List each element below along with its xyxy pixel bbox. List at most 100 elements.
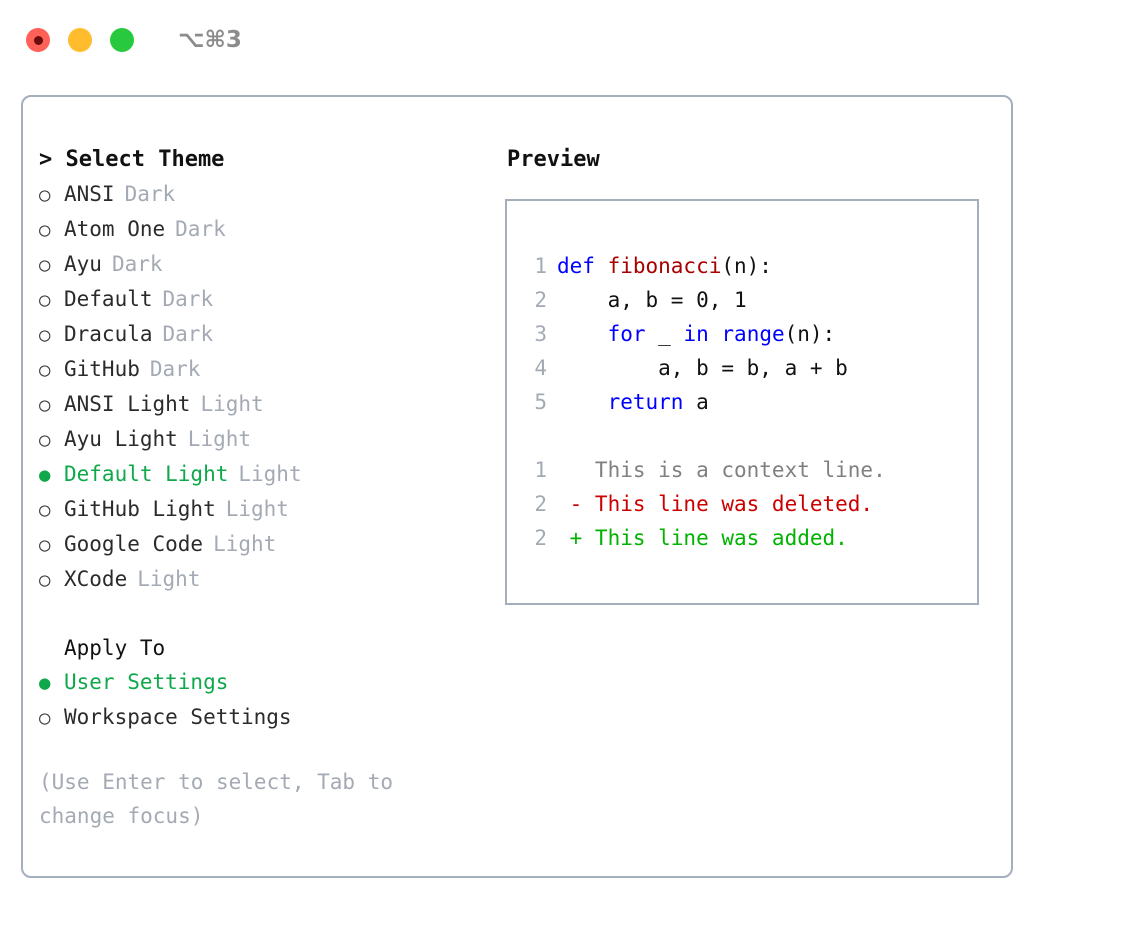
theme-option[interactable]: ○ GitHub Light Light bbox=[39, 492, 505, 527]
keyboard-hint-text: (Use Enter to select, Tab to change focu… bbox=[39, 770, 406, 828]
line-number: 1 bbox=[534, 254, 547, 278]
theme-option-list: ○ ANSI Dark ○ Atom One Dark ○ Ayu Dark bbox=[39, 177, 505, 597]
theme-option-label: ANSI bbox=[64, 182, 115, 206]
line-number: 3 bbox=[534, 322, 547, 346]
line-number: 2 bbox=[534, 526, 547, 550]
main-panel: > Select Theme ○ ANSI Dark ○ Atom One Da… bbox=[21, 95, 1013, 878]
code-token: def bbox=[557, 254, 608, 278]
theme-option[interactable]: ○ GitHub Dark bbox=[39, 352, 505, 387]
code-token: range bbox=[721, 322, 785, 346]
theme-option-label: GitHub bbox=[64, 357, 140, 381]
theme-option[interactable]: ○ Google Code Light bbox=[39, 527, 505, 562]
code-line: 2 a, b = 0, 1 bbox=[521, 283, 977, 317]
theme-option-tag: Light bbox=[200, 392, 264, 416]
diff-line-deleted: 2 - This line was deleted. bbox=[521, 487, 977, 521]
code-token: for bbox=[607, 322, 646, 346]
theme-option-tag: Light bbox=[238, 462, 302, 486]
code-sample: 1 def fibonacci (n): 2 a, b = 0, 1 3 bbox=[521, 249, 977, 419]
diff-sample: 1 This is a context line. 2 - This line … bbox=[521, 453, 977, 555]
diff-text: This is a context line. bbox=[557, 458, 886, 482]
theme-option[interactable]: ○ ANSI Dark bbox=[39, 177, 505, 212]
theme-option-tag: Dark bbox=[162, 287, 214, 311]
code-token: (n): bbox=[784, 322, 836, 346]
theme-option-tag: Dark bbox=[124, 182, 176, 206]
apply-to-option-selected[interactable]: ● User Settings bbox=[39, 665, 505, 700]
radio-icon: ○ bbox=[39, 499, 51, 521]
title-bar: ⌥⌘3 bbox=[0, 0, 1140, 80]
radio-icon: ○ bbox=[39, 707, 51, 729]
diff-text: + This line was added. bbox=[557, 526, 848, 550]
record-dot-icon bbox=[33, 35, 43, 45]
zoom-button[interactable] bbox=[110, 28, 134, 52]
code-token: a, b = b, a + b bbox=[557, 356, 848, 380]
theme-option-label: Atom One bbox=[64, 217, 166, 241]
minimize-button[interactable] bbox=[68, 28, 92, 52]
code-token: return bbox=[607, 390, 684, 414]
radio-icon: ○ bbox=[39, 219, 51, 241]
theme-option-label: Ayu bbox=[64, 252, 102, 276]
code-token: a, b = 0, 1 bbox=[557, 288, 747, 312]
code-token: _ bbox=[645, 322, 684, 346]
apply-to-option-list: ● User Settings ○ Workspace Settings bbox=[39, 665, 505, 735]
theme-option-label: ANSI Light bbox=[64, 392, 191, 416]
preview-column: Preview 1 def fibonacci (n): 2 a, b = 0,… bbox=[505, 143, 1011, 833]
code-line: 5 return a bbox=[521, 385, 977, 419]
theme-option-tag: Light bbox=[137, 567, 201, 591]
theme-option[interactable]: ○ ANSI Light Light bbox=[39, 387, 505, 422]
code-token: a bbox=[683, 390, 709, 414]
line-number: 2 bbox=[534, 492, 547, 516]
code-token: in bbox=[683, 322, 709, 346]
preview-box: 1 def fibonacci (n): 2 a, b = 0, 1 3 bbox=[505, 199, 979, 605]
diff-text: - This line was deleted. bbox=[557, 492, 874, 516]
code-token bbox=[709, 317, 722, 351]
line-number: 2 bbox=[534, 288, 547, 312]
theme-option[interactable]: ○ Default Dark bbox=[39, 282, 505, 317]
code-line: 4 a, b = b, a + b bbox=[521, 351, 977, 385]
radio-icon: ○ bbox=[39, 394, 51, 416]
code-line: 1 def fibonacci (n): bbox=[521, 249, 977, 283]
apply-to-option[interactable]: ○ Workspace Settings bbox=[39, 700, 505, 735]
theme-option[interactable]: ○ Atom One Dark bbox=[39, 212, 505, 247]
select-theme-header: > Select Theme bbox=[39, 147, 225, 172]
theme-option-selected[interactable]: ● Default Light Light bbox=[39, 457, 505, 492]
theme-option[interactable]: ○ Dracula Dark bbox=[39, 317, 505, 352]
theme-option-label: XCode bbox=[64, 567, 128, 591]
theme-option-label: Default bbox=[64, 287, 153, 311]
radio-icon: ○ bbox=[39, 324, 51, 346]
code-token: fibonacci bbox=[607, 254, 722, 278]
code-token bbox=[557, 385, 608, 419]
traffic-lights bbox=[26, 28, 134, 52]
line-number: 5 bbox=[534, 390, 547, 414]
keyboard-shortcut-label: ⌥⌘3 bbox=[178, 27, 242, 53]
radio-selected-icon: ● bbox=[39, 464, 51, 486]
apply-to-header: Apply To bbox=[64, 636, 166, 660]
line-number: 1 bbox=[534, 458, 547, 482]
preview-gap bbox=[521, 419, 977, 453]
apply-to-option-label: Workspace Settings bbox=[64, 705, 292, 729]
theme-option-label: Ayu Light bbox=[64, 427, 178, 451]
preview-header: Preview bbox=[507, 147, 600, 172]
theme-option-label: GitHub Light bbox=[64, 497, 216, 521]
theme-option-tag: Dark bbox=[111, 252, 163, 276]
radio-icon: ○ bbox=[39, 429, 51, 451]
code-token bbox=[557, 317, 608, 351]
radio-icon: ○ bbox=[39, 534, 51, 556]
line-number: 4 bbox=[534, 356, 547, 380]
theme-picker-column: > Select Theme ○ ANSI Dark ○ Atom One Da… bbox=[23, 143, 505, 833]
diff-line-context: 1 This is a context line. bbox=[521, 453, 977, 487]
radio-icon: ○ bbox=[39, 289, 51, 311]
theme-option[interactable]: ○ Ayu Dark bbox=[39, 247, 505, 282]
code-line: 3 for _ in range (n): bbox=[521, 317, 977, 351]
theme-option[interactable]: ○ XCode Light bbox=[39, 562, 505, 597]
radio-icon: ○ bbox=[39, 359, 51, 381]
theme-option-label: Default Light bbox=[64, 462, 229, 486]
close-button[interactable] bbox=[26, 28, 50, 52]
apply-to-option-label: User Settings bbox=[64, 670, 229, 694]
radio-icon: ○ bbox=[39, 569, 51, 591]
radio-icon: ○ bbox=[39, 184, 51, 206]
code-token: (n): bbox=[721, 254, 772, 278]
theme-option-tag: Light bbox=[213, 532, 277, 556]
theme-option[interactable]: ○ Ayu Light Light bbox=[39, 422, 505, 457]
theme-option-tag: Light bbox=[225, 497, 289, 521]
